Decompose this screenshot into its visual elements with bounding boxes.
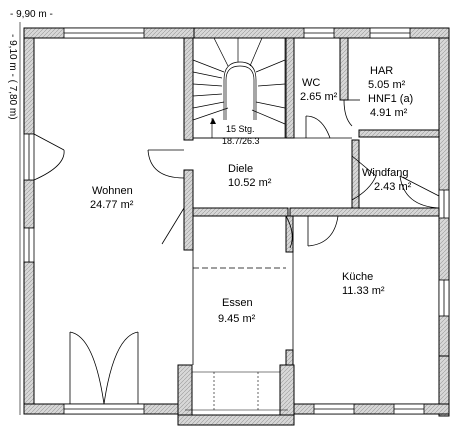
room-wohnen-area: 24.77 m²	[90, 199, 134, 211]
room-har-area: 5.05 m²	[368, 79, 406, 91]
interior-walls	[183, 37, 440, 405]
room-diele-name: Diele	[228, 163, 253, 175]
room-kueche-name: Küche	[342, 271, 373, 283]
room-har: HAR 5.05 m² HNF1 (a) 4.91 m²	[368, 65, 413, 119]
room-har-extra-area: 4.91 m²	[370, 107, 408, 119]
staircase	[192, 37, 286, 139]
room-kueche: Küche 11.33 m²	[342, 271, 385, 297]
room-essen-area: 9.45 m²	[218, 313, 256, 325]
stair-info: 15 Stg. 18.7/26.3	[222, 124, 260, 146]
room-wohnen-name: Wohnen	[92, 185, 133, 197]
stair-arrow-icon	[210, 118, 216, 124]
height-dimension-label: - 9,10 m - ( 7,80 m)	[7, 34, 18, 120]
room-wohnen: Wohnen 24.77 m²	[90, 185, 134, 211]
room-essen: Essen 9.45 m²	[218, 297, 256, 325]
room-windfang: Windfang 2.43 m²	[362, 167, 412, 193]
room-diele: Diele 10.52 m²	[228, 163, 272, 189]
doors	[33, 99, 440, 405]
stair-ratio: 18.7/26.3	[222, 136, 260, 146]
room-kueche-area: 11.33 m²	[342, 285, 385, 297]
bay-window	[177, 364, 295, 426]
stair-steps: 15 Stg.	[226, 124, 255, 134]
room-essen-name: Essen	[222, 297, 253, 309]
room-har-name: HAR	[370, 65, 393, 77]
room-diele-area: 10.52 m²	[228, 177, 272, 189]
room-wc-name: WC	[302, 77, 320, 89]
room-wc: WC 2.65 m²	[300, 77, 338, 103]
room-windfang-name: Windfang	[362, 167, 408, 179]
room-wc-area: 2.65 m²	[300, 91, 338, 103]
room-har-extra: HNF1 (a)	[368, 93, 413, 105]
width-dimension-label: - 9,90 m -	[10, 9, 53, 20]
room-windfang-area: 2.43 m²	[374, 181, 412, 193]
windows	[23, 27, 450, 415]
